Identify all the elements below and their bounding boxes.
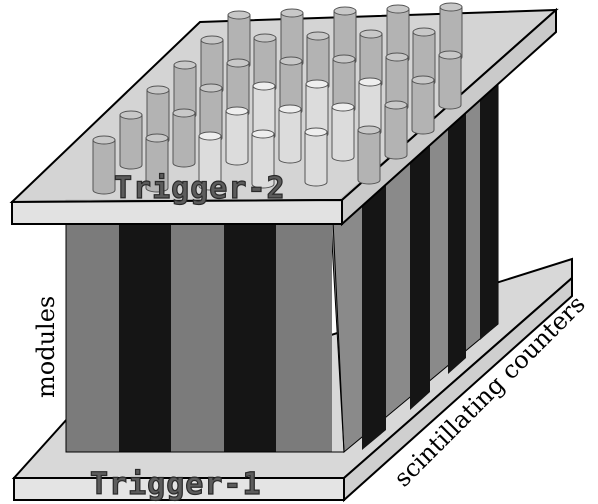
front-stripe-dark [119,200,171,452]
cylinder-cap [357,125,381,135]
trigger-1-label: Trigger-1 [90,467,262,502]
cylinder-body [357,129,381,185]
cylinder-body [119,114,143,170]
cylinder-cap [92,135,116,145]
cylinder-cap [119,110,143,120]
cylinder-cap [172,108,196,118]
cylinder-cap [438,50,462,60]
cylinder-cap [358,77,382,87]
cylinder-cap [280,8,304,18]
cylinder-cap [331,102,355,112]
cylinder-cap [306,31,330,41]
cylinder-body [198,135,222,191]
cylinder-cap [412,27,436,37]
cylinder-cap [411,75,435,85]
trigger-1-plate-side [343,275,573,503]
cylinder-cap [332,54,356,64]
cylinder-cap [225,106,249,116]
cylinder-body [145,137,169,193]
side-stripe-dark [480,82,498,340]
cylinder-body [411,79,435,135]
cylinder-body [251,133,275,189]
cylinder-cap [304,127,328,137]
cylinder-cap [385,52,409,62]
front-stripe-light [171,200,224,452]
cylinder-cap [226,58,250,68]
cylinder-cap [386,4,410,14]
trigger-2-label: Trigger-2 [114,171,286,206]
cylinders [92,2,463,195]
cylinder-body [304,131,328,187]
front-stripe-light [276,200,332,452]
cylinder-body [225,110,249,166]
cylinder-cap [279,56,303,66]
side-stripe-dark [362,178,386,450]
cylinder-cap [359,29,383,39]
cylinder-cap [199,83,223,93]
cylinder-cap [252,81,276,91]
side-stripe-dark [410,141,430,410]
cylinder-body [92,139,116,195]
front-stripes [66,200,332,452]
cylinder-cap [278,104,302,114]
cylinder-cap [198,131,222,141]
cylinder-body [331,106,355,162]
cylinder-cap [305,79,329,89]
module-block [65,60,499,454]
front-stripe-dark [224,200,276,452]
cylinder-cap [200,35,224,45]
cylinder-body [438,54,462,110]
cylinder-cap [439,2,463,12]
cylinder-cap [145,133,169,143]
side-stripes [362,82,498,450]
side-stripe-dark [448,110,466,374]
cylinder-cap [227,10,251,20]
cylinder-body [278,108,302,164]
cylinder-cap [173,60,197,70]
cylinder-cap [333,6,357,16]
cylinder-body [384,104,408,160]
cylinder-body [172,112,196,168]
front-stripe-light [66,200,119,452]
trigger-2-plate-side [341,7,557,227]
modules-label: modules [32,296,60,398]
cylinder-cap [253,33,277,43]
cylinder-cap [146,85,170,95]
cylinder-cap [384,100,408,110]
cylinder-cap [251,129,275,139]
